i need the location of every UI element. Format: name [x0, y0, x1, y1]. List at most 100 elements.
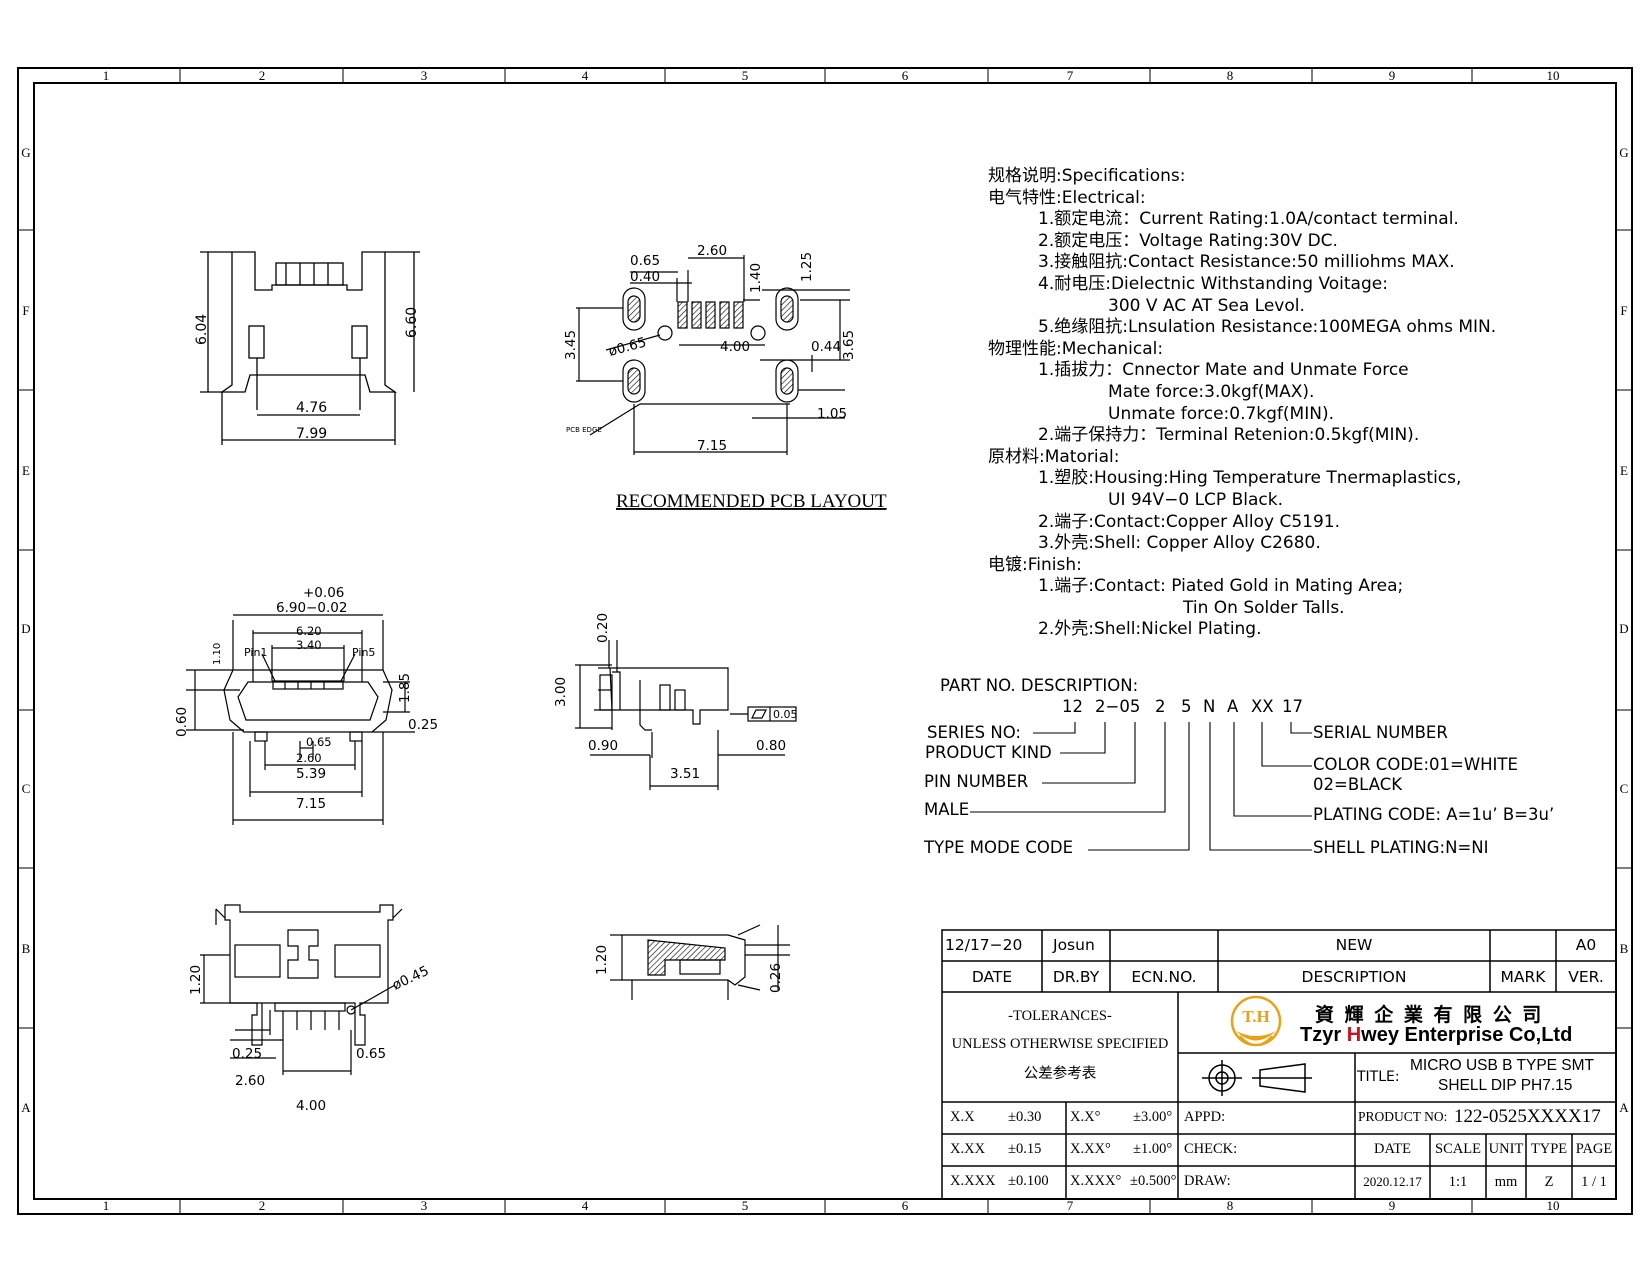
spec-line: 4.耐电压:Dielectnic Withstanding Voitage: [1038, 273, 1388, 294]
dim-7-15-b: 7.15 [296, 796, 326, 812]
company-name-en: Tzyr Hwey Enterprise Co,Ltd [1300, 1024, 1572, 1047]
flatness-value: 0.05 [773, 708, 798, 721]
title-label: TITLE: [1357, 1069, 1400, 1085]
spec-line: 原材料:Matorial: [988, 446, 1120, 467]
dim-1-40: 1.40 [748, 263, 764, 293]
label-shell-plating: SHELL PLATING:N=NI [1313, 838, 1489, 857]
dim-5-39: 5.39 [296, 766, 326, 782]
footer-v-type: Z [1544, 1174, 1554, 1190]
grid-label: 5 [742, 68, 749, 83]
company-name-cn: 資 輝 企 業 有 限 公 司 [1315, 1004, 1544, 1026]
tol-xx-deg: X.X° [1070, 1109, 1101, 1125]
spec-line: 3.接触阻抗:Contact Resistance:50 milliohms M… [1038, 252, 1455, 273]
product-no: 122-0525XXXX17 [1454, 1106, 1601, 1127]
label-series-no: SERIES NO: [927, 723, 1021, 742]
tolerances-unless: UNLESS OTHERWISE SPECIFIED [951, 1036, 1169, 1052]
view-front-mid-labels: +0.06 6.90−0.02 6.20 3.40 1.10 0.60 1.85… [174, 585, 438, 812]
grid-label: C [22, 781, 31, 796]
tolerances-cn: 公差参考表 [1023, 1066, 1097, 1082]
spec-line: Tin On Solder Talls. [1183, 597, 1345, 618]
pcb-layout-title: RECOMMENDED PCB LAYOUT [616, 491, 887, 512]
specifications: 规格说明:Specifications:电气特性:Electrical:1.额定… [988, 166, 1588, 641]
company-name-en-1: Tzyr [1300, 1024, 1347, 1046]
dim-3-51: 3.51 [670, 766, 700, 782]
label-color-code-2: 02=BLACK [1313, 775, 1403, 794]
pcb-edge-label: PCB EDGE [566, 426, 602, 434]
grid-label: F [22, 303, 29, 318]
footer-h-page: PAGE [1575, 1141, 1613, 1157]
footer-h-scale: SCALE [1435, 1141, 1481, 1157]
dim-0-20: 0.20 [595, 613, 611, 643]
footer-v-unit: mm [1494, 1174, 1518, 1190]
dim-0-80: 0.80 [756, 738, 786, 754]
product-no-label: PRODUCT NO: [1358, 1109, 1448, 1124]
dim-dia-0-65: ø0.65 [607, 334, 648, 359]
spec-line: 电气特性:Electrical: [988, 187, 1146, 208]
spec-line: UI 94V−0 LCP Black. [1108, 489, 1283, 510]
title-line-2: SHELL DIP PH7.15 [1438, 1077, 1573, 1094]
grid-label: 5 [742, 1198, 749, 1213]
rev-by: Josun [1053, 936, 1095, 954]
footer-h-unit: UNIT [1488, 1141, 1524, 1157]
grid-label: 1 [103, 1198, 110, 1213]
grid-label: E [1620, 463, 1628, 478]
view-front-mid [186, 614, 415, 825]
view-side-mid-labels: 0.20 3.00 0.90 0.80 3.51 0.05 [553, 613, 798, 782]
dim-4-76: 4.76 [296, 400, 327, 416]
dim-2-60-b: 2.60 [296, 751, 322, 765]
grid-label: 7 [1067, 68, 1074, 83]
view-side-mid [575, 640, 797, 790]
spec-line: 物理性能:Mechanical: [988, 338, 1164, 359]
tol-xx-deg-val: ±3.00° [1133, 1109, 1173, 1125]
dim-2-60-c: 2.60 [235, 1073, 265, 1089]
dim-dia-0-45: ø0.45 [390, 963, 431, 994]
appd-label: APPD: [1184, 1109, 1226, 1125]
grid-label: A [21, 1100, 31, 1115]
grid-label: 10 [1547, 68, 1560, 83]
grid-label: 9 [1389, 68, 1396, 83]
part-code-color: XX [1251, 697, 1274, 716]
hdr-mark: MARK [1500, 968, 1546, 986]
dim-0-90: 0.90 [588, 738, 618, 754]
dim-0-26: 0.26 [768, 963, 784, 993]
grid-label: C [1620, 781, 1629, 796]
dim-1-25: 1.25 [799, 252, 815, 282]
dim-7-99: 7.99 [296, 426, 327, 442]
dim-1-10: 1.10 [212, 643, 223, 665]
tol-xx: X.X [950, 1109, 975, 1125]
grid-label: 8 [1227, 1198, 1234, 1213]
view-front-top-labels: 6.04 6.60 4.76 7.99 [194, 307, 420, 442]
part-code-pin: 2 [1155, 697, 1166, 716]
dim-0-44: 0.44 [811, 339, 841, 355]
grid-label: 3 [421, 1198, 428, 1213]
label-male: MALE [924, 800, 970, 819]
dim-1-85: 1.85 [397, 673, 413, 703]
rev-ver: A0 [1575, 936, 1597, 954]
spec-line: 1.额定电流：Current Rating:1.0A/contact termi… [1038, 209, 1459, 230]
tol-plus: +0.06 [303, 585, 344, 601]
footer-v-page: 1 / 1 [1581, 1174, 1607, 1190]
hdr-drby: DR.BY [1052, 968, 1100, 986]
logo-text: T.H [1242, 1007, 1270, 1026]
projection-symbol [1202, 1060, 1312, 1096]
hdr-date: DATE [971, 968, 1013, 986]
dim-0-65-b: 0.65 [306, 735, 332, 749]
dim-6-04: 6.04 [194, 314, 210, 345]
spec-line: 2.端子保持力：Terminal Retenion:0.5kgf(MIN). [1038, 425, 1420, 446]
part-code-male: 5 [1181, 697, 1192, 716]
title-line-1: MICRO USB B TYPE SMT [1410, 1057, 1595, 1074]
dim-3-40: 3.40 [296, 638, 322, 652]
spec-line: 1.塑胶:Housing:Hing Temperature Tnermaplas… [1038, 468, 1462, 489]
grid-label: B [1620, 941, 1629, 956]
tol-xxxx-val: ±0.100 [1008, 1173, 1049, 1189]
spec-line: Unmate force:0.7kgf(MIN). [1108, 403, 1334, 424]
tol-xxxx-deg-val: ±0.500° [1130, 1173, 1177, 1189]
part-code-shell: N [1203, 697, 1216, 716]
footer-h-date: DATE [1373, 1141, 1412, 1157]
dim-0-25-b: 0.25 [232, 1046, 262, 1062]
dim-6-60: 6.60 [404, 307, 420, 338]
tolerances-heading: -TOLERANCES- [1008, 1008, 1112, 1024]
dim-4-00-b: 4.00 [296, 1098, 326, 1114]
part-code-kind: 2−05 [1095, 697, 1141, 716]
